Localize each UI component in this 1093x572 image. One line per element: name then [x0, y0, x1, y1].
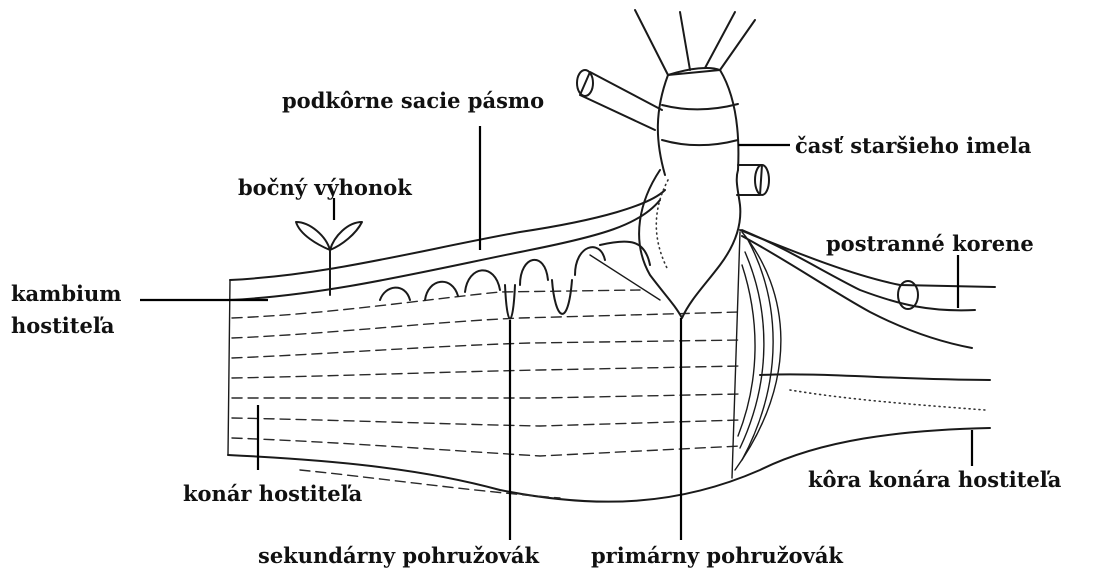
mistletoe-branch-4: [720, 20, 755, 70]
grain-6: [232, 418, 740, 426]
shoot-leaf-left: [296, 222, 330, 250]
label-secondary-sinker: sekundárny pohružovák: [258, 543, 539, 568]
bark-inner-right: [760, 374, 990, 380]
stem-ring: [662, 104, 738, 109]
mistletoe-stem: [658, 70, 739, 175]
grain-4: [232, 366, 740, 378]
label-host-branch: konár hostiteľa: [183, 481, 362, 506]
label-older-mistletoe: časť staršieho imela: [795, 133, 1031, 158]
ring-4: [738, 265, 755, 436]
bark-texture: [790, 390, 985, 410]
grain-5: [232, 394, 740, 398]
secondary-sinkers-drawing: [380, 242, 660, 319]
label-cambium-line1: kambium: [11, 281, 122, 306]
grain-2: [232, 312, 740, 338]
sinker-arch-3: [465, 270, 500, 292]
ring-2: [742, 240, 773, 460]
cross-section-edge: [732, 232, 740, 478]
label-cambium-line2: hostiteľa: [11, 313, 114, 338]
shoot-leaf-right: [330, 222, 362, 250]
label-subcortical-zone: podkôrne sacie pásmo: [282, 88, 544, 113]
mistletoe-branch-2: [680, 12, 690, 70]
sinker-texture: [656, 180, 668, 270]
label-lateral-shoot: bočný výhonok: [238, 175, 412, 200]
label-host-bark: kôra konára hostiteľa: [808, 467, 1061, 492]
sinker-arch-1: [380, 288, 410, 300]
secondary-sinker-2: [552, 280, 572, 314]
mistletoe-branch-3: [705, 12, 735, 68]
stem-ring-2: [662, 140, 738, 145]
sinker-arch-6: [600, 242, 650, 265]
label-primary-sinker: primárny pohružovák: [591, 543, 843, 568]
secondary-sinker-1: [505, 285, 515, 319]
ring-1: [735, 232, 781, 470]
sinker-arch-2: [425, 282, 458, 300]
lateral-shoot-drawing: [296, 222, 362, 295]
mistletoe-branch-1: [635, 10, 668, 75]
mistletoe-body-drawing: [577, 10, 769, 318]
branch-left-cut: [228, 280, 230, 455]
sinker-arch-4: [520, 260, 548, 285]
cambium-line: [230, 200, 660, 300]
label-lateral-roots: postranné korene: [826, 231, 1034, 256]
grain-7: [232, 438, 740, 456]
cut-twig-right: [737, 165, 762, 195]
grain-3: [232, 340, 740, 358]
